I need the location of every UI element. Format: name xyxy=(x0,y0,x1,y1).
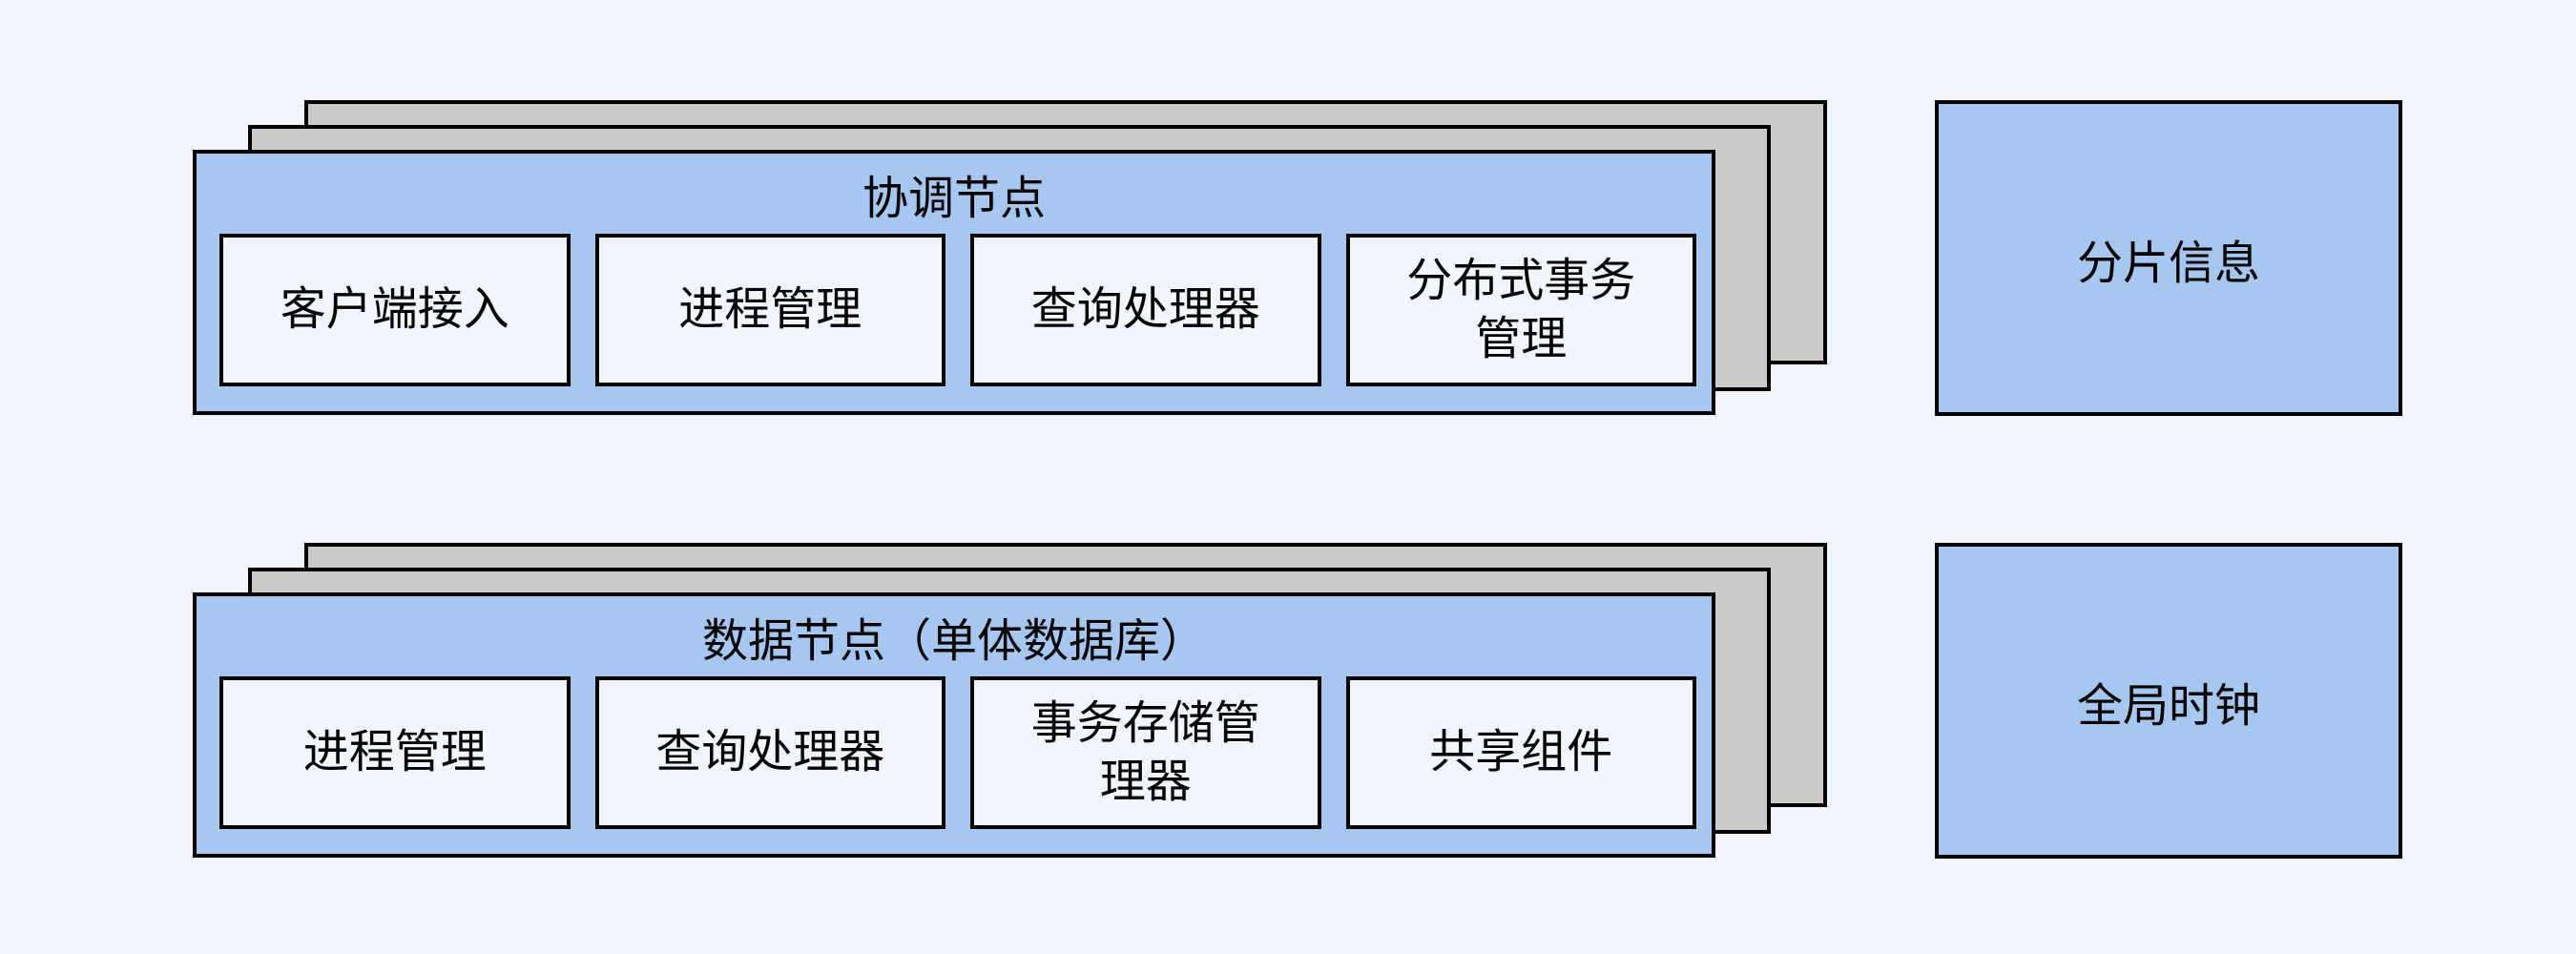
module-transaction-storage-manager: 事务存储管 理器 xyxy=(970,676,1321,829)
module-query-processor-data-node-label: 查询处理器 xyxy=(655,727,885,778)
coordinator-module-row: 客户端接入 进程管理 查询处理器 分布式事务 管理 xyxy=(219,234,1696,386)
data-node-box: 数据节点（单体数据库） 进程管理 查询处理器 事务存储管 理器 共享组件 xyxy=(193,592,1715,858)
module-process-management-coordinator-label: 进程管理 xyxy=(678,284,862,336)
data-node-title: 数据节点（单体数据库） xyxy=(701,616,1206,667)
global-clock-box: 全局时钟 xyxy=(1935,543,2402,859)
module-query-processor-data-node: 查询处理器 xyxy=(594,676,945,829)
module-shared-components-label: 共享组件 xyxy=(1429,727,1613,778)
module-query-processor-coordinator-label: 查询处理器 xyxy=(1030,284,1260,336)
module-process-management-coordinator: 进程管理 xyxy=(594,234,945,386)
module-process-management-data-node-label: 进程管理 xyxy=(302,727,487,778)
coordinator-node-title: 协调节点 xyxy=(862,174,1046,224)
coordinator-node-box: 协调节点 客户端接入 进程管理 查询处理器 分布式事务 管理 xyxy=(193,150,1715,415)
module-client-access: 客户端接入 xyxy=(219,234,571,386)
global-clock-label: 全局时钟 xyxy=(2076,680,2260,732)
module-transaction-storage-manager-label: 事务存储管 理器 xyxy=(1030,697,1260,807)
module-process-management-data-node: 进程管理 xyxy=(219,676,571,829)
module-distributed-transaction-management: 分布式事务 管理 xyxy=(1345,234,1696,386)
module-shared-components: 共享组件 xyxy=(1345,676,1696,829)
module-distributed-transaction-management-label: 分布式事务 管理 xyxy=(1406,255,1636,364)
shard-info-label: 分片信息 xyxy=(2076,238,2260,289)
shard-info-box: 分片信息 xyxy=(1935,100,2402,416)
module-client-access-label: 客户端接入 xyxy=(280,284,509,336)
data-node-module-row: 进程管理 查询处理器 事务存储管 理器 共享组件 xyxy=(219,676,1696,829)
module-query-processor-coordinator: 查询处理器 xyxy=(970,234,1321,386)
